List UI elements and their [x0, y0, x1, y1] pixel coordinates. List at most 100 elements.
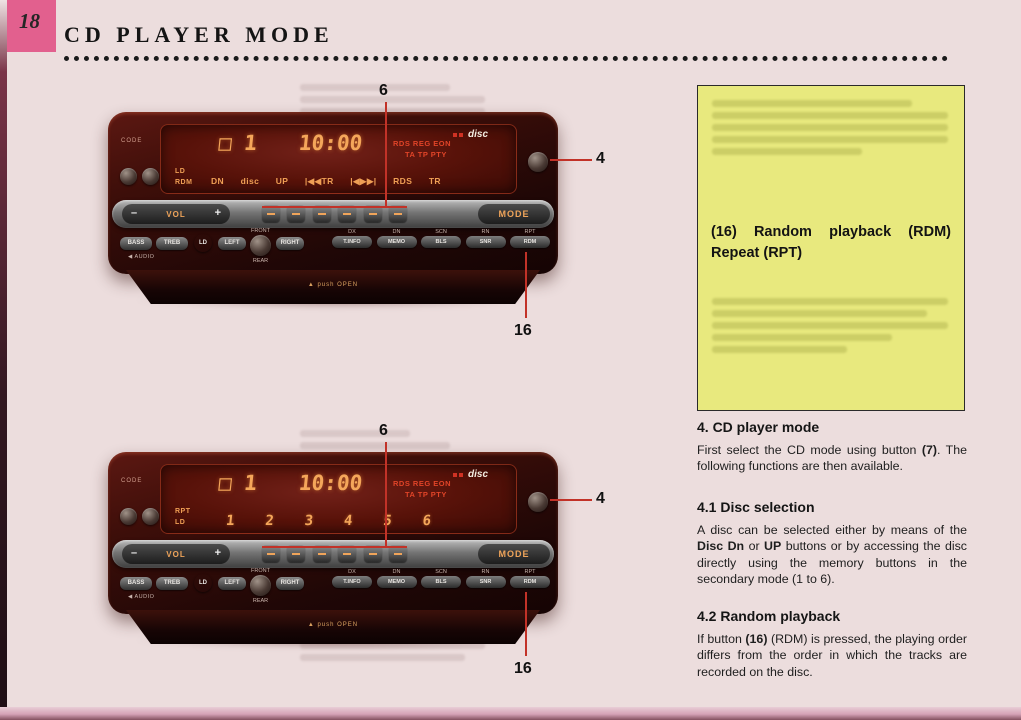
snr-button: RN SNR	[465, 229, 506, 248]
rdm-button: RPT RDM	[510, 229, 550, 248]
right-button: RIGHT	[276, 237, 304, 250]
section-body: A disc can be selected either by means o…	[697, 523, 968, 587]
memory-button	[338, 205, 357, 222]
logo-mark-icon	[459, 132, 463, 137]
display-rds-flags: RDS REG EON TA TP PTY	[393, 478, 451, 501]
disc-logo: disc	[453, 129, 488, 140]
display-disc-indicator: □ 1	[217, 471, 259, 495]
callout-line	[550, 499, 592, 501]
section-disc-selection: 4.1 Disc selection A disc can be selecte…	[697, 499, 967, 588]
display-disc-indicator: □ 1	[217, 131, 259, 155]
front-label: FRONT	[251, 228, 270, 234]
page-number: 18	[19, 9, 40, 33]
audio-label: ◀ AUDIO	[128, 594, 155, 600]
memory-button	[338, 545, 357, 562]
volume-minus-icon: –	[131, 547, 138, 559]
rds-line1: RDS REG EON	[393, 139, 452, 148]
page-bottom-edge	[0, 707, 1021, 720]
right-knob-button	[528, 492, 548, 512]
bass-button: BASS	[120, 237, 152, 250]
indicator-ld: LD	[175, 518, 186, 526]
volume-minus-icon: –	[131, 207, 138, 219]
stereo-display: □ 1 10:00 RDS REG EON TA TP PTY disc RPT…	[160, 464, 517, 534]
mode-button: MODE	[478, 204, 550, 224]
note-heading-line2: Repeat (RPT)	[711, 245, 803, 262]
flip-down-panel: ▲ push OPEN	[126, 610, 540, 644]
memo-button: DN MEMO	[376, 229, 417, 248]
callout-number-16-top: 16	[514, 322, 532, 339]
indicator-rdm: RDM	[175, 178, 193, 186]
left-knob-button-2	[142, 168, 159, 185]
push-open-label: ▲ push OPEN	[307, 282, 359, 288]
page-left-edge	[0, 0, 7, 720]
loudness-button: LD	[194, 234, 212, 252]
memory-button	[388, 205, 407, 222]
left-button: LEFT	[218, 577, 246, 590]
memory-button	[312, 205, 331, 222]
memory-button	[262, 545, 280, 562]
logo-mark-icon	[459, 472, 463, 477]
volume-label: VOL	[166, 550, 186, 559]
memory-button	[363, 545, 382, 562]
memo-button: DN MEMO	[376, 569, 417, 588]
label-disc: disc	[240, 176, 260, 186]
section-body: If button (16) (RDM) is pressed, the pla…	[697, 632, 967, 679]
bls-button: SCN BLS	[421, 229, 461, 248]
fader-knob	[250, 575, 271, 596]
audio-label: ◀ AUDIO	[128, 254, 155, 260]
stereo-illustration-bottom: CODE □ 1 10:00 RDS REG EON TA TP PTY dis…	[108, 452, 558, 652]
callout-number-4-top: 4	[596, 150, 605, 167]
bleed-through-text	[712, 298, 948, 358]
display-mode-indicators: RPT LD	[175, 507, 191, 528]
memory-button	[312, 545, 331, 562]
display-time: 10:00	[297, 131, 364, 155]
disc-logo: disc	[453, 469, 488, 480]
note-heading: (16) Random playback (RDM) Repeat (RPT)	[711, 222, 951, 264]
memory-buttons	[262, 545, 407, 562]
section-body: First select the CD mode using button (7…	[697, 443, 967, 474]
label-tr: TR	[428, 176, 441, 186]
button-strip: – VOL + MODE	[112, 540, 554, 568]
memory-button	[363, 205, 382, 222]
rds-line2: TA TP PTY	[405, 150, 447, 160]
bass-button: BASS	[120, 577, 152, 590]
indicator-ld: LD	[175, 168, 186, 175]
callout-number-6-bottom: 6	[379, 422, 388, 439]
disc-logo-text: disc	[468, 469, 489, 480]
rear-label: REAR	[252, 258, 269, 264]
tinfo-button: DX T.INFO	[332, 229, 372, 248]
bleed-through-text	[300, 430, 450, 454]
left-knob-button-2	[142, 508, 159, 525]
section-heading: 4. CD player mode	[697, 419, 820, 435]
flip-down-panel: ▲ push OPEN	[126, 270, 540, 304]
function-buttons: DX T.INFO DN MEMO SCN BLS RN SNR	[332, 569, 550, 588]
rear-label: REAR	[252, 598, 269, 604]
display-function-labels: DN disc UP |◀◀TR |◀▶▶| RDS TR	[211, 176, 441, 187]
callout-line	[525, 252, 527, 318]
label-track-fwd-icon: |◀▶▶|	[350, 176, 377, 186]
section-random-playback: 4.2 Random playback If button (16) (RDM)…	[697, 608, 967, 680]
stereo-chassis: CODE □ 1 10:00 RDS REG EON TA TP PTY dis…	[108, 112, 558, 274]
label-track-back-icon: |◀◀TR	[304, 176, 334, 186]
dotted-rule	[64, 56, 948, 61]
snr-button: RN SNR	[465, 569, 506, 588]
code-label: CODE	[121, 478, 143, 484]
note-heading-line1: (16) Random playback (RDM)	[711, 224, 951, 240]
indicator-rpt: RPT	[175, 508, 191, 515]
display-time: 10:00	[297, 471, 364, 495]
label-up: UP	[275, 176, 289, 186]
logo-mark-icon	[453, 132, 457, 137]
volume-plus-icon: +	[214, 207, 221, 219]
page-title: CD PLAYER MODE	[64, 22, 334, 47]
callout-line	[385, 442, 387, 548]
left-button: LEFT	[218, 237, 246, 250]
stereo-display: □ 1 10:00 RDS REG EON TA TP PTY disc LD …	[160, 124, 517, 194]
treble-button: TREB	[156, 237, 188, 250]
volume-plus-icon: +	[214, 547, 221, 559]
memory-button	[388, 545, 407, 562]
lower-button-row: BASS TREB ◀ AUDIO LD LEFT FRONT RIGHT RE…	[114, 228, 552, 272]
code-label: CODE	[121, 138, 143, 144]
label-dn: DN	[211, 176, 225, 186]
button-strip: – VOL + MODE	[112, 200, 554, 228]
